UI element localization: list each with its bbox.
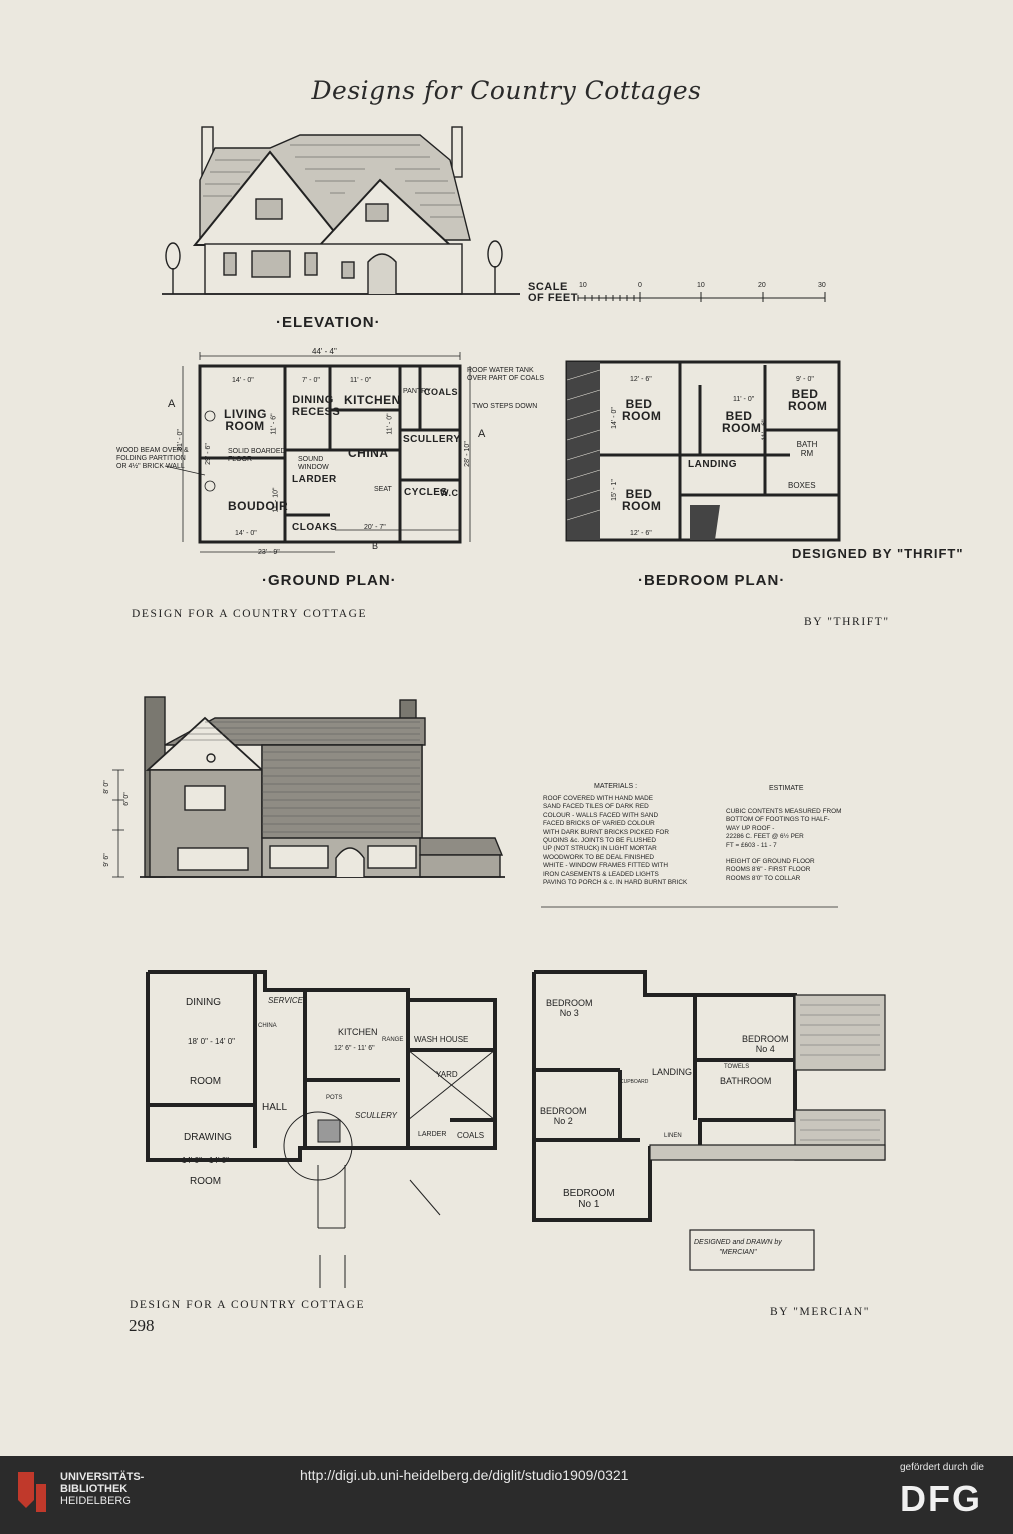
dim-bed3-w: 9' - 0" bbox=[796, 376, 814, 383]
estimate-list: CUBIC CONTENTS MEASURED FROM BOTTOM OF F… bbox=[726, 808, 842, 882]
m-landing: LANDING bbox=[652, 1067, 693, 1077]
scale-tick: 10 bbox=[579, 282, 587, 289]
caption-thrift-left: DESIGN FOR A COUNTRY COTTAGE bbox=[132, 608, 368, 620]
m-room-dining: DINING bbox=[186, 997, 221, 1008]
room-bed-2: BED ROOM bbox=[722, 409, 762, 435]
scale-tick: 30 bbox=[818, 282, 826, 289]
m-room-kitchen-dim: 12' 6" - 11' 6" bbox=[334, 1045, 375, 1052]
room-dining-recess: DINING RECESS bbox=[292, 394, 341, 418]
dim-bed4-w: 12' - 6" bbox=[630, 530, 652, 537]
note-sound-window: SOUND WINDOW bbox=[298, 456, 329, 471]
room-wc: W.C. bbox=[440, 488, 462, 498]
scale-tick: 0 bbox=[638, 282, 642, 289]
dim-bed2-h: 11' - 0" bbox=[733, 396, 755, 403]
room-bed-1: BED ROOM bbox=[622, 397, 662, 423]
m-room-drawing: DRAWING bbox=[184, 1132, 232, 1143]
designed-by-thrift: DESIGNED BY "THRIFT" bbox=[792, 546, 964, 561]
m-room-dining-room: ROOM bbox=[190, 1076, 222, 1087]
room-coals: COALS bbox=[424, 387, 458, 397]
m-room-drawing-dim: 14' 0" - 14' 0" bbox=[182, 1156, 229, 1165]
materials-title: MATERIALS : bbox=[594, 783, 638, 790]
m-room-larder: LARDER bbox=[418, 1131, 447, 1138]
room-china: CHINA bbox=[348, 446, 389, 460]
room-boxes: BOXES bbox=[788, 481, 816, 490]
m-linen: LINEN bbox=[664, 1133, 682, 1139]
m-room-wash-house: WASH HOUSE bbox=[414, 1035, 469, 1044]
thrift-elevation-drawing bbox=[162, 126, 826, 302]
room-larder: LARDER bbox=[292, 474, 337, 485]
scanned-page: Designs for Country Cottages bbox=[0, 0, 1013, 1456]
scale-tick: 20 bbox=[758, 282, 766, 289]
m-room-service: SERVICE bbox=[268, 996, 303, 1005]
note-roof-tank: ROOF WATER TANK OVER PART OF COALS bbox=[467, 367, 545, 382]
m-room-kitchen: KITCHEN bbox=[338, 1027, 378, 1037]
ground-plan-label: ·GROUND PLAN· bbox=[262, 572, 397, 589]
room-bath: BATH RM bbox=[796, 440, 818, 458]
m-cupboard: CUPBOARD bbox=[620, 1079, 649, 1085]
bedroom-plan-label: ·BEDROOM PLAN· bbox=[638, 572, 786, 589]
m-room-china: CHINA bbox=[258, 1023, 277, 1029]
materials-list: ROOF COVERED WITH HAND MADE SAND FACED T… bbox=[543, 795, 688, 887]
university-logo-icon bbox=[18, 1472, 46, 1512]
viewer-footer bbox=[0, 1456, 1013, 1534]
dim-front-w: 23' - 9" bbox=[258, 549, 280, 556]
university-name: UNIVERSITÄTS- BIBLIOTHEK HEIDELBERG bbox=[60, 1471, 145, 1507]
dim-boudoir-w: 14' - 0" bbox=[235, 530, 257, 537]
room-kitchen: KITCHEN bbox=[344, 393, 401, 407]
section-a-left: A bbox=[168, 398, 176, 410]
caption-thrift-right: BY "THRIFT" bbox=[804, 616, 890, 628]
note-solid-floor: SOLID BOARDED FLOOR bbox=[228, 448, 286, 463]
room-cloaks: CLOAKS bbox=[292, 522, 338, 533]
room-boudoir: BOUDOIR bbox=[228, 499, 289, 513]
note-seat: SEAT bbox=[374, 486, 392, 493]
m-room-pots: POTS bbox=[326, 1095, 343, 1101]
dim-kitchen-w: 11' - 0" bbox=[350, 377, 372, 384]
room-cycles: CYCLES bbox=[404, 487, 448, 498]
note-two-steps: TWO STEPS DOWN bbox=[472, 403, 538, 410]
funded-by-text: gefördert durch die bbox=[900, 1462, 984, 1473]
m-room-scullery: SCULLERY bbox=[355, 1111, 397, 1120]
dim-dining-w: 7' - 0" bbox=[302, 377, 320, 384]
m-towels: TOWELS bbox=[724, 1064, 750, 1070]
room-pantry: PANTRY bbox=[403, 388, 431, 395]
dim-overall: 44' - 4" bbox=[312, 347, 337, 356]
m-room-range: RANGE bbox=[382, 1037, 404, 1043]
caption-mercian-right: BY "MERCIAN" bbox=[770, 1306, 871, 1318]
dim-bed1-w: 12' - 6" bbox=[630, 376, 652, 383]
dim-back-w: 20' - 7" bbox=[364, 524, 386, 531]
note-wood-beam: WOOD BEAM OVER & FOLDING PARTITION OR 4½… bbox=[116, 447, 189, 470]
page-number: 298 bbox=[129, 1316, 155, 1335]
room-bed-4: BED ROOM bbox=[622, 487, 662, 513]
room-living: LIVING ROOM bbox=[224, 407, 268, 433]
estimate-title: ESTIMATE bbox=[769, 785, 804, 792]
elevation-label: ·ELEVATION· bbox=[276, 314, 381, 331]
m-room-drawing-room: ROOM bbox=[190, 1176, 222, 1187]
caption-mercian-left: DESIGN FOR A COUNTRY COTTAGE bbox=[130, 1299, 366, 1311]
thrift-ground-plan-drawing bbox=[164, 352, 841, 553]
m-room-dining-dim: 18' 0" - 14' 0" bbox=[188, 1037, 235, 1046]
page-title: Designs for Country Cottages bbox=[311, 76, 702, 105]
permalink-url[interactable]: http://digi.ub.uni-heidelberg.de/diglit/… bbox=[300, 1467, 629, 1483]
dfg-logo: DFG bbox=[900, 1478, 982, 1519]
mercian-plans-drawing bbox=[146, 970, 886, 1288]
section-b: B bbox=[372, 541, 379, 551]
m-bathroom: BATHROOM bbox=[720, 1076, 772, 1086]
m-room-coals: COALS bbox=[457, 1131, 485, 1140]
designed-drawn-mercian: DESIGNED and DRAWN by"MERCIAN" bbox=[694, 1239, 782, 1256]
room-scullery: SCULLERY bbox=[403, 434, 461, 445]
section-a-right: A bbox=[478, 428, 486, 440]
dim-living-w: 14' - 0" bbox=[232, 377, 254, 384]
room-bed-3: BED ROOM bbox=[788, 387, 828, 413]
m-room-yard: YARD bbox=[436, 1070, 458, 1079]
scale-tick: 10 bbox=[697, 282, 705, 289]
m-room-hall: HALL bbox=[262, 1102, 288, 1113]
room-landing: LANDING bbox=[688, 459, 738, 470]
mercian-elevation-drawing bbox=[112, 696, 838, 908]
